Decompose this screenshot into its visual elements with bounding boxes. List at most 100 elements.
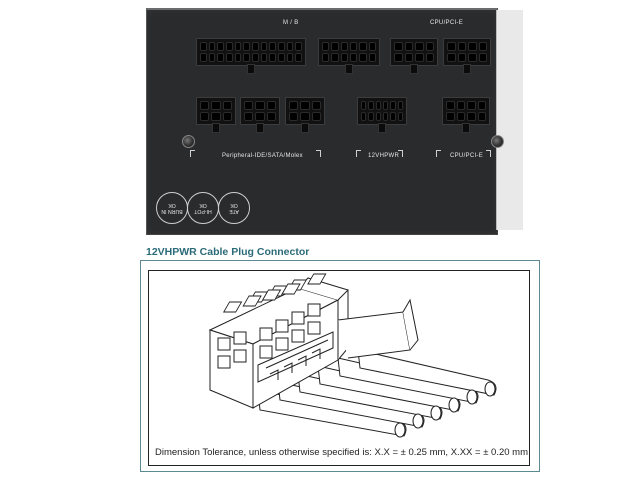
connector-latch bbox=[247, 64, 255, 74]
connector-pin bbox=[243, 53, 250, 62]
connector-pin bbox=[375, 112, 381, 121]
connector-pin bbox=[255, 101, 265, 110]
screw-icon bbox=[491, 135, 504, 148]
connector-pin bbox=[269, 42, 276, 51]
connector-latch bbox=[462, 123, 470, 133]
connector-pin bbox=[383, 112, 389, 121]
connector-latch bbox=[256, 123, 264, 133]
connector-pin bbox=[425, 42, 434, 51]
connector-pin bbox=[295, 53, 302, 62]
connector-pin bbox=[397, 112, 403, 121]
connector-pin bbox=[390, 112, 396, 121]
connector-pin bbox=[322, 53, 330, 62]
diagram-inner-frame bbox=[148, 270, 530, 466]
connector-pin bbox=[211, 112, 221, 121]
bracket-mark bbox=[190, 150, 195, 157]
connector-pin bbox=[477, 101, 486, 110]
connector-pin bbox=[225, 42, 233, 51]
connector-pin bbox=[331, 42, 339, 51]
connector-pin bbox=[359, 42, 367, 51]
connector-pin bbox=[446, 101, 455, 110]
connector-pin bbox=[478, 53, 487, 62]
connector-pin bbox=[300, 112, 310, 121]
mb-connector-small bbox=[318, 38, 380, 74]
connector-pin bbox=[200, 42, 207, 51]
connector-pin bbox=[217, 42, 224, 51]
connector-pin bbox=[295, 42, 302, 51]
burn-in-ok-badge: BURN IN OK bbox=[156, 192, 188, 224]
bracket-mark bbox=[436, 150, 441, 157]
connector-pin bbox=[425, 53, 434, 62]
connector-latch bbox=[212, 123, 220, 133]
psu-side-flange bbox=[496, 10, 523, 230]
connector-latch bbox=[410, 64, 418, 74]
connector-pin bbox=[383, 101, 389, 110]
connector-latch bbox=[301, 123, 309, 133]
connector-pin bbox=[478, 42, 487, 51]
badge-text: OK bbox=[168, 202, 176, 208]
tolerance-note: Dimension Tolerance, unless otherwise sp… bbox=[155, 447, 529, 458]
connector-pin bbox=[394, 53, 403, 62]
connector-pin bbox=[361, 112, 367, 121]
connector-pin bbox=[467, 101, 476, 110]
connector-pin bbox=[289, 101, 299, 110]
connector-pin bbox=[211, 101, 221, 110]
connector-pin bbox=[244, 112, 254, 121]
bracket-mark bbox=[356, 150, 361, 157]
connector-pin bbox=[375, 101, 381, 110]
connector-pin bbox=[269, 53, 276, 62]
connector-pin bbox=[322, 42, 330, 51]
vhpwr-label: 12VHPWR bbox=[368, 153, 400, 159]
connector-pin bbox=[468, 42, 477, 51]
connector-pin bbox=[277, 42, 285, 51]
badge-text: HI-POT bbox=[194, 208, 212, 214]
cpu-pcie-connector-3 bbox=[442, 97, 490, 133]
connector-pin bbox=[368, 112, 374, 121]
connector-pin bbox=[456, 112, 465, 121]
diagram-heading: 12VHPWR Cable Plug Connector bbox=[146, 246, 310, 258]
connector-pin bbox=[446, 112, 455, 121]
connector-pin bbox=[447, 42, 456, 51]
connector-pin bbox=[368, 42, 376, 51]
connector-pin bbox=[222, 101, 232, 110]
peripheral-connector-2 bbox=[240, 97, 280, 133]
badge-text: BURN IN bbox=[161, 208, 183, 214]
badge-text: ATE bbox=[229, 208, 239, 214]
connector-pin bbox=[394, 42, 403, 51]
connector-pin bbox=[277, 53, 285, 62]
peripheral-connector-1 bbox=[196, 97, 236, 133]
connector-pin bbox=[286, 42, 294, 51]
cpu-pcie-connector-1 bbox=[390, 38, 438, 74]
connector-pin bbox=[300, 101, 310, 110]
peripheral-label: Peripheral-IDE/SATA/Molex bbox=[222, 153, 303, 159]
sense-pin-slots bbox=[265, 339, 329, 380]
connector-pin bbox=[244, 101, 254, 110]
connector-pin bbox=[234, 42, 242, 51]
connector-pin bbox=[390, 101, 396, 110]
connector-pin bbox=[251, 42, 259, 51]
connector-latch bbox=[345, 64, 353, 74]
connector-pin bbox=[266, 112, 276, 121]
cpu-pcie-connector-2 bbox=[443, 38, 491, 74]
peripheral-connector-3 bbox=[285, 97, 325, 133]
connector-pin bbox=[468, 53, 477, 62]
connector-latch bbox=[463, 64, 471, 74]
connector-pin bbox=[266, 101, 276, 110]
connector-pin bbox=[447, 53, 456, 62]
connector-pin bbox=[361, 101, 367, 110]
connector-pin bbox=[200, 53, 207, 62]
connector-pin bbox=[208, 42, 216, 51]
connector-pin bbox=[415, 42, 424, 51]
connector-pin bbox=[340, 42, 348, 51]
connector-pin bbox=[350, 42, 358, 51]
connector-pin bbox=[456, 101, 465, 110]
connector-pin bbox=[222, 112, 232, 121]
connector-pin bbox=[289, 112, 299, 121]
connector-pin bbox=[457, 42, 466, 51]
screw-icon bbox=[182, 135, 195, 148]
hi-pot-ok-badge: HI-POT OK bbox=[187, 192, 219, 224]
connector-pin bbox=[217, 53, 224, 62]
bracket-mark bbox=[398, 150, 403, 157]
connector-pin bbox=[467, 112, 476, 121]
connector-pin bbox=[311, 101, 321, 110]
